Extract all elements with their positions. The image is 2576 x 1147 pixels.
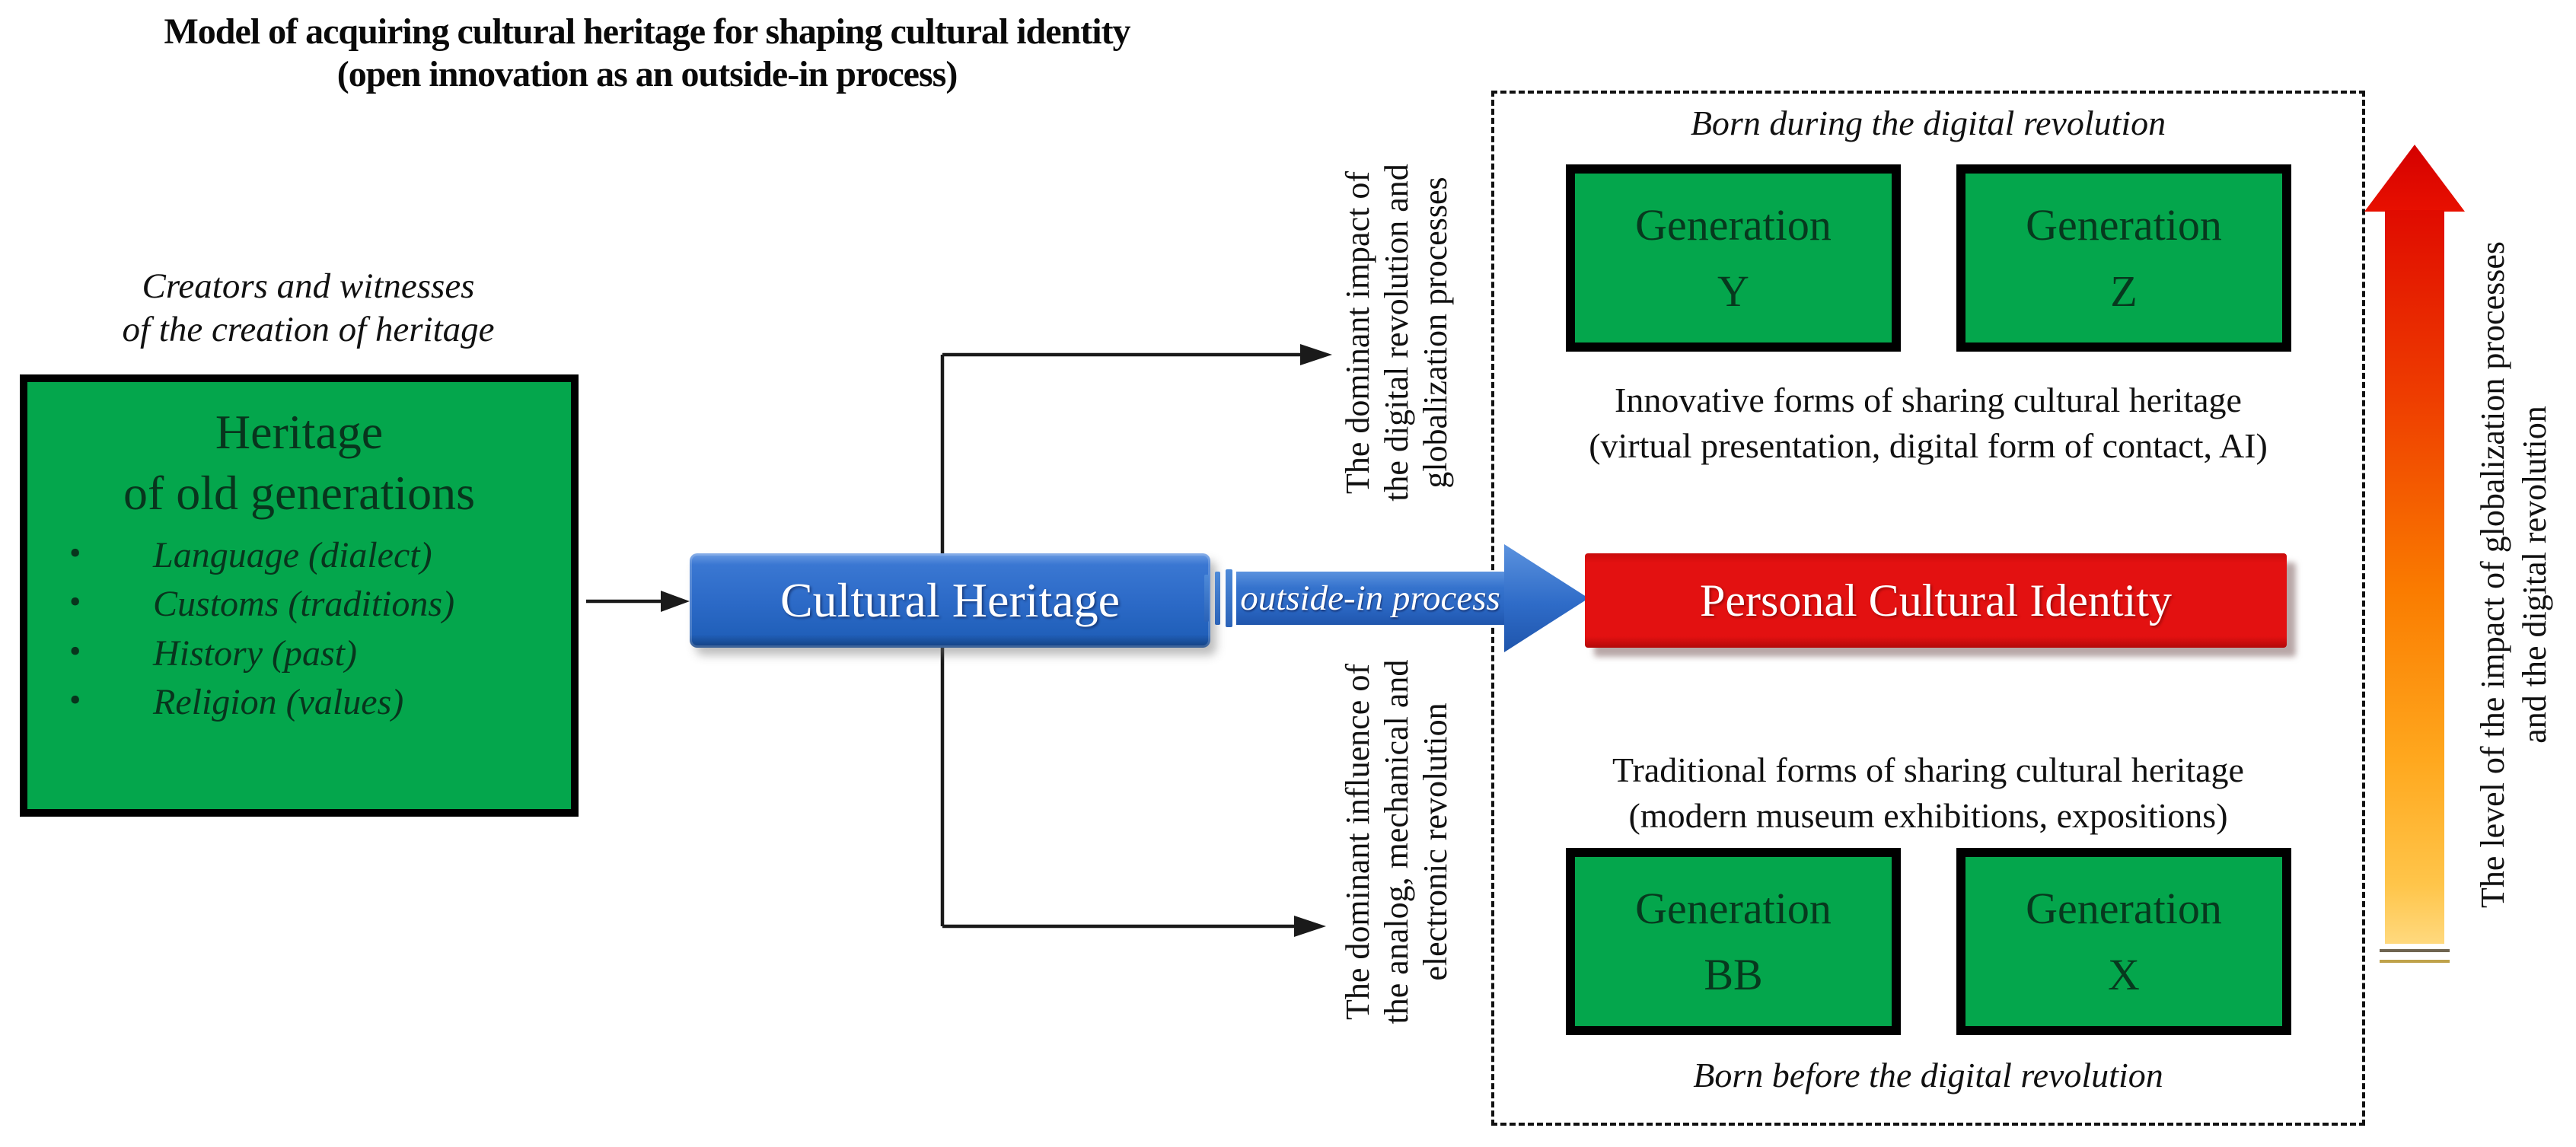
generation-y-box: Generation Y — [1566, 164, 1901, 352]
cultural-heritage-box: Cultural Heritage — [690, 553, 1210, 648]
analog-influence-rotated-label: The dominant influence of the analog, me… — [1338, 613, 1455, 1070]
analog-influence-line2: the analog, mechanical and — [1378, 659, 1416, 1024]
level-arrow-break-mark — [2380, 949, 2450, 952]
generation-bb-label-line1: Generation — [1635, 884, 1832, 933]
traditional-forms-text: Traditional forms of sharing cultural he… — [1494, 747, 2362, 839]
creators-caption: Creators and witnesses of the creation o… — [72, 265, 544, 352]
generation-bb-label-line2: BB — [1704, 950, 1763, 999]
figure-title: Model of acquiring cultural heritage for… — [53, 11, 1241, 95]
outside-in-process-arrow: outside-in process — [1204, 544, 1589, 652]
digital-impact-line1: The dominant impact of — [1339, 171, 1376, 494]
outside-in-process-label: outside-in process — [1240, 578, 1500, 618]
heritage-box: Heritage of old generations Language (di… — [20, 374, 579, 817]
heritage-to-cultural-arrowhead — [661, 591, 690, 612]
heritage-bullet-customs: Customs (traditions) — [69, 580, 556, 629]
figure-title-line2: (open innovation as an outside-in proces… — [336, 53, 958, 94]
generation-z-label-line1: Generation — [2026, 200, 2222, 250]
arrow-fade-bar — [1226, 569, 1232, 627]
arrow-fade-bar — [1204, 575, 1209, 622]
level-rotated-label: The level of the impact of globalization… — [2472, 209, 2555, 940]
heritage-bullet-history: History (past) — [69, 629, 556, 678]
innovative-forms-line1: Innovative forms of sharing cultural her… — [1615, 381, 2242, 419]
generation-y-label-line1: Generation — [1635, 200, 1832, 250]
generation-bb-box: Generation BB — [1566, 848, 1901, 1035]
personal-cultural-identity-box: Personal Cultural Identity — [1585, 553, 2287, 648]
generation-x-label-line1: Generation — [2026, 884, 2222, 933]
innovative-forms-text: Innovative forms of sharing cultural her… — [1494, 378, 2362, 469]
arrow-fade-bar — [1215, 572, 1220, 625]
level-arrow-break-mark — [2380, 960, 2450, 963]
digital-impact-line3: globalization processes — [1417, 177, 1455, 489]
generation-x-label-line2: X — [2108, 950, 2140, 999]
traditional-forms-line1: Traditional forms of sharing cultural he… — [1612, 750, 2244, 789]
digital-impact-line2: the digital revolution and — [1378, 164, 1416, 502]
cultural-heritage-label: Cultural Heritage — [779, 573, 1121, 627]
arrow-shaft: outside-in process — [1236, 572, 1504, 625]
level-label-line1: The level of the impact of globalization… — [2474, 241, 2511, 909]
innovative-forms-line2: (virtual presentation, digital form of c… — [1589, 425, 2268, 465]
level-arrow-shaft — [2385, 210, 2444, 944]
heritage-box-heading-line2: of old generations — [123, 466, 476, 520]
figure-title-line1: Model of acquiring cultural heritage for… — [164, 11, 1130, 52]
level-label-line2: and the digital revolution — [2516, 406, 2553, 744]
heritage-box-heading-line1: Heritage — [215, 405, 384, 459]
generation-z-box: Generation Z — [1956, 164, 2291, 352]
born-before-caption: Born before the digital revolution — [1693, 1056, 2163, 1094]
traditional-forms-line2: (modern museum exhibitions, expositions) — [1628, 795, 2228, 835]
digital-impact-rotated-label: The dominant impact of the digital revol… — [1338, 104, 1455, 561]
generation-y-label-line2: Y — [1717, 266, 1749, 316]
generation-z-label-line2: Z — [2110, 266, 2138, 316]
arrow-head — [1504, 544, 1589, 652]
personal-cultural-identity-label: Personal Cultural Identity — [1700, 575, 2172, 626]
heritage-bullet-language: Language (dialect) — [69, 531, 556, 580]
analog-influence-line1: The dominant influence of — [1339, 664, 1376, 1020]
creators-caption-line1: Creators and witnesses — [142, 266, 475, 306]
generation-x-box: Generation X — [1956, 848, 2291, 1035]
heritage-bullet-religion: Religion (values) — [69, 678, 556, 727]
analog-influence-line3: electronic revolution — [1417, 703, 1455, 981]
branch-bottom-arrowhead — [1294, 916, 1326, 937]
creators-caption-line2: of the creation of heritage — [122, 310, 495, 350]
heritage-bullet-list: Language (dialect) Customs (traditions) … — [27, 531, 571, 727]
born-during-caption: Born during the digital revolution — [1690, 104, 2166, 142]
branch-top-arrowhead — [1300, 344, 1332, 365]
